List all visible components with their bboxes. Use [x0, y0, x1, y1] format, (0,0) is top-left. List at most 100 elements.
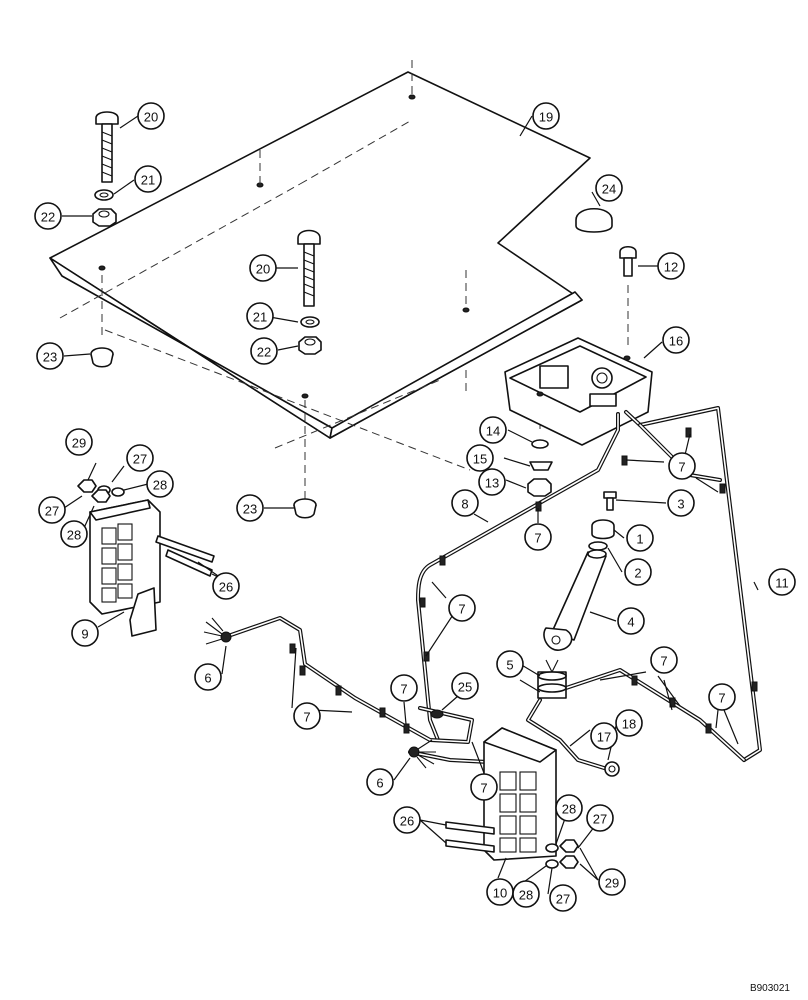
- callout-label: 28: [562, 802, 576, 817]
- callout-circle: [586, 804, 614, 832]
- tube-8: [416, 412, 620, 742]
- washer-center: [300, 316, 320, 328]
- callout-label: 23: [43, 350, 57, 365]
- callout-circle: [667, 489, 695, 517]
- nuts-washers-lower: [545, 839, 579, 869]
- callout-17: 17: [590, 722, 618, 750]
- callout-label: 26: [400, 814, 414, 829]
- callout-7: 7: [708, 683, 736, 711]
- callout-7: 7: [390, 674, 418, 702]
- callout-circle: [36, 342, 64, 370]
- callout-label: 27: [133, 452, 147, 467]
- callout-21: 21: [246, 302, 274, 330]
- callout-13: 13: [478, 468, 506, 496]
- clip-15: [529, 461, 553, 471]
- callout-21: 21: [134, 165, 162, 193]
- callout-label: 29: [72, 436, 86, 451]
- knob-1: [591, 519, 615, 540]
- callout-28: 28: [555, 794, 583, 822]
- callout-27: 27: [126, 444, 154, 472]
- callout-11: 11: [768, 568, 796, 596]
- callout-label: 18: [622, 717, 636, 732]
- callout-22: 22: [250, 337, 278, 365]
- lamp-socket-lower: [408, 739, 436, 769]
- callout-22: 22: [34, 202, 62, 230]
- callout-label: 28: [519, 888, 533, 903]
- callout-label: 7: [458, 602, 465, 617]
- callout-label: 21: [253, 310, 267, 325]
- callout-19: 19: [532, 102, 560, 130]
- callout-circle: [555, 794, 583, 822]
- callout-label: 27: [45, 504, 59, 519]
- callout-label: 27: [593, 812, 607, 827]
- callout-27: 27: [38, 496, 66, 524]
- callout-28: 28: [60, 520, 88, 548]
- callout-3: 3: [667, 489, 695, 517]
- callout-label: 12: [664, 260, 678, 275]
- callout-20: 20: [249, 254, 277, 282]
- callout-label: 28: [153, 478, 167, 493]
- studs-26-upper: [155, 535, 215, 577]
- callout-label: 22: [41, 210, 55, 225]
- callout-circle: [212, 572, 240, 600]
- callout-circle: [590, 722, 618, 750]
- callout-7: 7: [524, 523, 552, 551]
- callout-7: 7: [293, 702, 321, 730]
- nuts-washers-upper: [77, 479, 125, 503]
- callout-label: 2: [634, 566, 641, 581]
- callout-circle: [532, 102, 560, 130]
- callout-8: 8: [451, 489, 479, 517]
- callout-24: 24: [595, 174, 623, 202]
- lamp-9: [89, 499, 161, 637]
- callout-label: 19: [539, 110, 553, 125]
- callout-circle: [524, 523, 552, 551]
- plug-cap: [575, 208, 613, 233]
- callout-label: 13: [485, 476, 499, 491]
- hidden-lines: [59, 60, 629, 500]
- callout-circle: [617, 607, 645, 635]
- callout-circle: [549, 884, 577, 912]
- callout-circle: [134, 165, 162, 193]
- grommet-top-left: [90, 347, 114, 368]
- callout-circle: [650, 646, 678, 674]
- callout-label: 7: [718, 691, 725, 706]
- callout-14: 14: [479, 416, 507, 444]
- callout-9: 9: [71, 619, 99, 647]
- callout-circle: [65, 428, 93, 456]
- callout-circle: [393, 806, 421, 834]
- washer-14: [531, 439, 549, 449]
- callout-25: 25: [451, 672, 479, 700]
- callout-circle: [451, 672, 479, 700]
- switch-box: [504, 337, 653, 446]
- drawing-reference-number: B903021: [749, 983, 790, 994]
- callout-circle: [626, 524, 654, 552]
- callout-label: 25: [458, 680, 472, 695]
- ground-wire-17-18: [526, 698, 620, 777]
- callout-6: 6: [366, 768, 394, 796]
- callout-20: 20: [137, 102, 165, 130]
- callout-label: 8: [461, 497, 468, 512]
- callout-10: 10: [486, 878, 514, 906]
- callout-group: 1234566777777778910111213141516171819202…: [34, 102, 796, 912]
- harness-left-lower: [408, 750, 490, 764]
- callout-circle: [34, 202, 62, 230]
- callout-label: 27: [556, 892, 570, 907]
- callout-12: 12: [657, 252, 685, 280]
- callout-circle: [615, 709, 643, 737]
- ring-2: [588, 541, 608, 551]
- callout-label: 29: [605, 876, 619, 891]
- callout-circle: [448, 594, 476, 622]
- tube-clips: [289, 427, 758, 734]
- callout-label: 4: [627, 615, 634, 630]
- callout-circle: [246, 302, 274, 330]
- callout-label: 11: [775, 576, 789, 591]
- callout-circle: [38, 496, 66, 524]
- callout-label: 16: [669, 334, 683, 349]
- tube-11: [624, 406, 762, 762]
- callout-label: 7: [303, 710, 310, 725]
- callout-1: 1: [626, 524, 654, 552]
- nut-13: [527, 478, 552, 497]
- nut-center: [298, 336, 322, 355]
- switch-5: [537, 659, 567, 699]
